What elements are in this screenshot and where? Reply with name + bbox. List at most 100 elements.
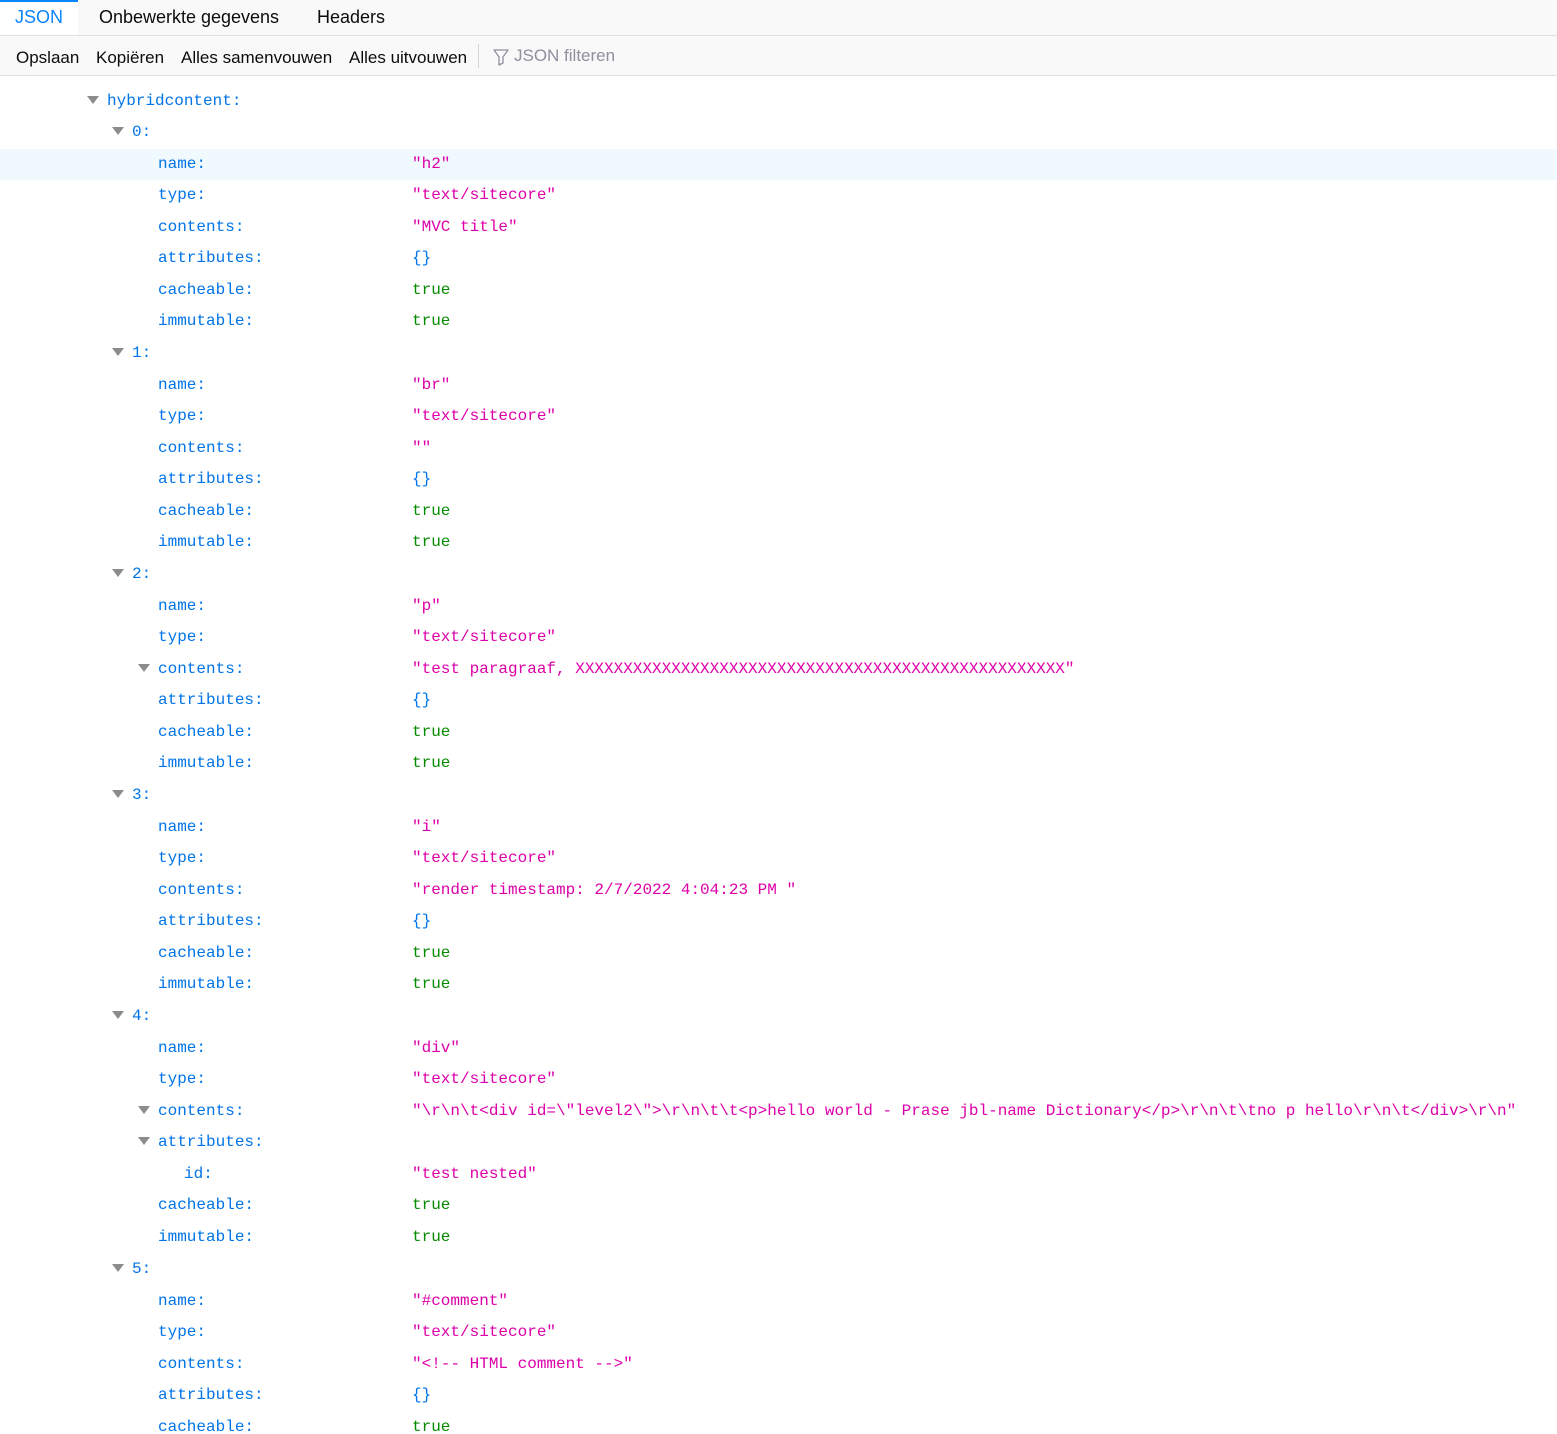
tree-row-item-3[interactable]: 3:	[0, 780, 1557, 811]
tree-key: 3:	[132, 786, 152, 804]
copy-button[interactable]: Kopiëren	[96, 48, 165, 67]
tree-row[interactable]: name: "#comment"	[0, 1286, 1557, 1317]
expand-arrow-icon[interactable]	[138, 664, 150, 672]
tree-row[interactable]: type: "text/sitecore"	[0, 180, 1557, 211]
tree-row[interactable]: immutable: true	[0, 306, 1557, 337]
tree-row[interactable]: cacheable: true	[0, 938, 1557, 969]
tree-row[interactable]: cacheable: true	[0, 1190, 1557, 1221]
tree-row-item-4[interactable]: 4:	[0, 1001, 1557, 1032]
tree-key: type:	[158, 849, 207, 867]
tab-headers[interactable]: Headers	[316, 7, 386, 27]
tree-value: true	[412, 281, 451, 299]
tree-value: "h2"	[412, 155, 451, 173]
tree-row[interactable]: name: "i"	[0, 812, 1557, 843]
tree-value: "#comment"	[412, 1292, 509, 1310]
tree-row[interactable]: id: "test nested"	[0, 1159, 1557, 1190]
tree-row-selected[interactable]: name: "h2"	[0, 149, 1557, 180]
tab-json[interactable]: JSON	[0, 0, 78, 35]
expand-arrow-icon[interactable]	[112, 790, 124, 798]
tree-row-item-5[interactable]: 5:	[0, 1254, 1557, 1285]
tree-key: cacheable:	[158, 723, 255, 741]
tree-row[interactable]: cacheable: true	[0, 496, 1557, 527]
expand-arrow-icon[interactable]	[112, 127, 124, 135]
tree-key: contents:	[158, 1102, 245, 1120]
tree-value: true	[412, 975, 451, 993]
tree-value: "i"	[412, 818, 441, 836]
tree-row[interactable]: immutable: true	[0, 969, 1557, 1000]
tree-key: type:	[158, 407, 207, 425]
tree-row[interactable]: cacheable: true	[0, 717, 1557, 748]
tree-row[interactable]: attributes: {}	[0, 1380, 1557, 1411]
tree-key: attributes:	[158, 1386, 264, 1404]
tree-value: true	[412, 1196, 451, 1214]
expand-arrow-icon[interactable]	[138, 1137, 150, 1145]
tree-row[interactable]: attributes: {}	[0, 906, 1557, 937]
expand-arrow-icon[interactable]	[112, 569, 124, 577]
tree-row[interactable]: contents: "MVC title"	[0, 212, 1557, 243]
json-toolbar: Opslaan Kopiëren Alles samenvouwen Alles…	[0, 36, 1557, 76]
tab-raw-data[interactable]: Onbewerkte gegevens	[98, 7, 280, 27]
tree-key: 5:	[132, 1260, 152, 1278]
tree-row[interactable]: immutable: true	[0, 527, 1557, 558]
tree-value: "br"	[412, 376, 451, 394]
tree-value: "div"	[412, 1039, 461, 1057]
tree-row[interactable]: type: "text/sitecore"	[0, 843, 1557, 874]
tree-row[interactable]: type: "text/sitecore"	[0, 401, 1557, 432]
expand-arrow-icon[interactable]	[112, 1011, 124, 1019]
tree-key: cacheable:	[158, 1196, 255, 1214]
collapse-all-button[interactable]: Alles samenvouwen	[181, 48, 333, 67]
expand-arrow-icon[interactable]	[87, 96, 99, 104]
tree-key: attributes:	[158, 249, 264, 267]
tree-row[interactable]: contents: ""	[0, 433, 1557, 464]
tree-row-item-0[interactable]: 0:	[0, 117, 1557, 148]
expand-arrow-icon[interactable]	[138, 1106, 150, 1114]
tree-value: "\r\n\t<div id=\"level2\">\r\n\t\t<p>hel…	[412, 1102, 1517, 1120]
tree-row[interactable]: attributes: {}	[0, 464, 1557, 495]
json-filter-input[interactable]	[512, 42, 782, 70]
tree-value: true	[412, 723, 451, 741]
tree-value: true	[412, 1228, 451, 1246]
tree-row[interactable]: contents: "<!-- HTML comment -->"	[0, 1349, 1557, 1380]
tree-value: "text/sitecore"	[412, 1323, 557, 1341]
tree-row[interactable]: cacheable: true	[0, 275, 1557, 306]
tree-key: attributes:	[158, 691, 264, 709]
tree-row[interactable]: type: "text/sitecore"	[0, 622, 1557, 653]
tree-row[interactable]: attributes: {}	[0, 243, 1557, 274]
tree-row[interactable]: contents: "test paragraaf, XXXXXXXXXXXXX…	[0, 654, 1557, 685]
tree-row[interactable]: attributes:	[0, 1127, 1557, 1158]
expand-arrow-icon[interactable]	[112, 348, 124, 356]
tree-row-item-2[interactable]: 2:	[0, 559, 1557, 590]
tree-row-hybridcontent[interactable]: hybridcontent:	[0, 86, 1557, 117]
toolbar-divider	[478, 44, 479, 68]
tree-row-item-1[interactable]: 1:	[0, 338, 1557, 369]
tree-key: contents:	[158, 1355, 245, 1373]
tree-value: {}	[412, 691, 432, 709]
tree-row[interactable]: contents: "\r\n\t<div id=\"level2\">\r\n…	[0, 1096, 1557, 1127]
save-button[interactable]: Opslaan	[16, 48, 80, 67]
expand-all-button[interactable]: Alles uitvouwen	[349, 48, 468, 67]
tree-row[interactable]: attributes: {}	[0, 685, 1557, 716]
tree-key: type:	[158, 628, 207, 646]
tree-key: id:	[184, 1165, 213, 1183]
tree-row[interactable]: name: "p"	[0, 591, 1557, 622]
tree-key: 4:	[132, 1007, 152, 1025]
tree-value: {}	[412, 249, 432, 267]
expand-arrow-icon[interactable]	[112, 1264, 124, 1272]
tree-key: 2:	[132, 565, 152, 583]
tree-key: cacheable:	[158, 1418, 255, 1434]
tree-value: ""	[412, 439, 432, 457]
tree-row[interactable]: name: "br"	[0, 370, 1557, 401]
tree-key: contents:	[158, 881, 245, 899]
tree-row[interactable]: contents: "render timestamp: 2/7/2022 4:…	[0, 875, 1557, 906]
tree-row[interactable]: immutable: true	[0, 748, 1557, 779]
tree-row[interactable]: type: "text/sitecore"	[0, 1317, 1557, 1348]
tree-value: "text/sitecore"	[412, 628, 557, 646]
tree-key: name:	[158, 1292, 207, 1310]
tree-row[interactable]: cacheable: true	[0, 1412, 1557, 1434]
tree-row[interactable]: immutable: true	[0, 1222, 1557, 1253]
tree-value: "render timestamp: 2/7/2022 4:04:23 PM "	[412, 881, 797, 899]
tree-key: cacheable:	[158, 502, 255, 520]
tree-row[interactable]: type: "text/sitecore"	[0, 1064, 1557, 1095]
tree-key: type:	[158, 186, 207, 204]
tree-row[interactable]: name: "div"	[0, 1033, 1557, 1064]
